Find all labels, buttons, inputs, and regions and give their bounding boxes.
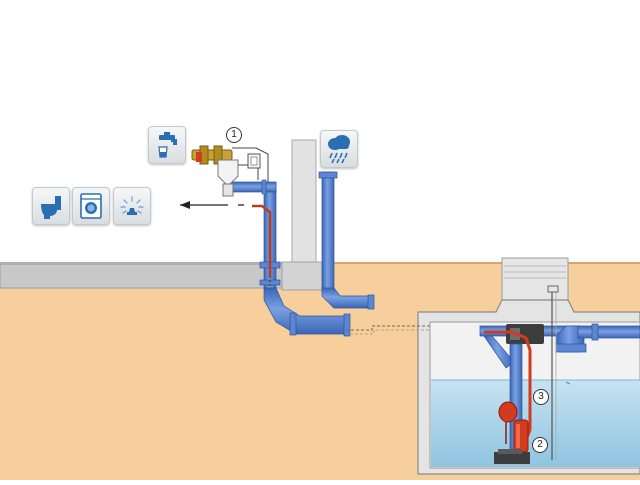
rain-cloud-icon bbox=[320, 130, 358, 168]
washing-machine-icon bbox=[72, 187, 110, 225]
submersible-pump bbox=[494, 401, 530, 464]
water-tap-icon bbox=[148, 126, 186, 164]
house-base-top bbox=[0, 262, 290, 265]
toilet-icon bbox=[32, 187, 70, 225]
house-base-wall bbox=[0, 263, 291, 289]
garden-sprinkler-icon bbox=[113, 187, 151, 225]
rain-downpipe bbox=[321, 171, 335, 293]
pump-pressure-hose bbox=[484, 330, 532, 445]
pressure-hose-house bbox=[252, 204, 272, 276]
wall-column-base bbox=[281, 261, 323, 291]
mains-refill-valve-assembly bbox=[191, 145, 261, 197]
level-sensor bbox=[547, 285, 559, 460]
flow-arrow bbox=[180, 201, 244, 209]
underground-hose bbox=[346, 325, 430, 331]
callout-1: 1 bbox=[226, 127, 242, 143]
callout-3: 3 bbox=[533, 389, 549, 405]
callout-2: 2 bbox=[532, 437, 548, 453]
house-supply-pipe bbox=[229, 181, 277, 193]
